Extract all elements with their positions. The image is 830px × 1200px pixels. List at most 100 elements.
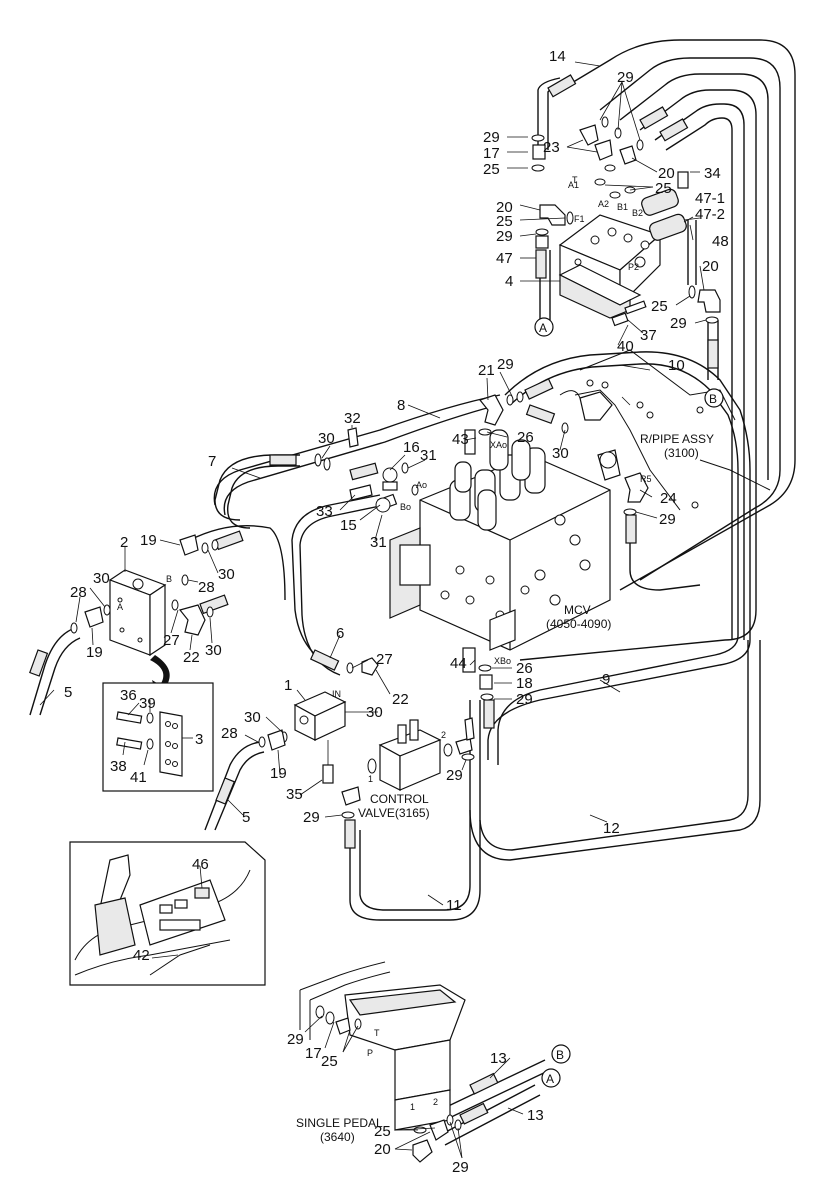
callout-31: 31 (370, 534, 387, 551)
callout-20: 20 (496, 199, 513, 216)
hose-bundle-right (519, 39, 796, 661)
callout-43: 43 (452, 431, 469, 448)
callout-28: 28 (198, 579, 215, 596)
callout-2: 2 (120, 534, 128, 551)
port-A: A (117, 602, 123, 612)
port-T: T (572, 175, 578, 185)
rpipe-assy-number: (3100) (664, 446, 699, 460)
callout-29: 29 (287, 1031, 304, 1048)
callout-25: 25 (496, 213, 513, 230)
elbow-24 (623, 472, 649, 516)
hose-10 (487, 351, 751, 765)
callout-6: 6 (336, 625, 344, 642)
callout-28: 28 (221, 725, 238, 742)
callout-46: 46 (192, 856, 209, 873)
port-Ao: Ao (416, 480, 427, 490)
callout-17: 17 (305, 1045, 322, 1062)
text-labels: R/PIPE ASSY (3100) MCV (4050-4090) CONTR… (296, 432, 714, 1144)
callout-11: 11 (446, 897, 462, 914)
callout-13: 13 (490, 1050, 507, 1067)
callout-47-2: 47-2 (695, 206, 725, 223)
callout-30: 30 (318, 430, 335, 447)
hose-9-12 (469, 520, 761, 861)
callout-4: 4 (505, 273, 513, 290)
callout-29: 29 (452, 1159, 469, 1176)
callout-18: 18 (516, 675, 533, 692)
callout-44: 44 (450, 655, 467, 672)
callout-30: 30 (244, 709, 261, 726)
callout-12: 12 (603, 820, 620, 837)
port-F1: F1 (574, 214, 585, 224)
ref-circle-A: A (539, 321, 547, 335)
callout-41: 41 (130, 769, 147, 786)
detail-box-plate (102, 682, 214, 792)
port-1: 1 (368, 774, 373, 784)
mcv-spool-caps (449, 429, 546, 531)
callout-26: 26 (516, 660, 533, 677)
callout-29: 29 (497, 356, 514, 373)
callout-8: 8 (397, 397, 405, 414)
callout-48: 48 (712, 233, 729, 250)
cab-inset (69, 841, 266, 986)
callout-16: 16 (403, 439, 420, 456)
single-pedal-number: (3640) (320, 1130, 355, 1144)
callout-29: 29 (659, 511, 676, 528)
callout-1: 1 (284, 677, 292, 694)
callout-3: 3 (195, 731, 203, 748)
callout-25: 25 (374, 1123, 391, 1140)
callout-22: 22 (392, 691, 409, 708)
callout-30: 30 (366, 704, 383, 721)
callout-7: 7 (208, 453, 216, 470)
return-pipe-assy (559, 349, 771, 511)
callout-9: 9 (602, 671, 610, 688)
port-Bo: Bo (400, 502, 411, 512)
callout-20: 20 (702, 258, 719, 275)
block-2 (108, 569, 167, 657)
callout-22: 22 (183, 649, 200, 666)
valve-block-4 (558, 214, 662, 319)
callout-20: 20 (374, 1141, 391, 1158)
rpipe-assy-label: R/PIPE ASSY (640, 432, 714, 446)
callout-40: 40 (617, 338, 634, 355)
ref-circle-B: B (709, 392, 717, 406)
ref-circle-B: B (556, 1048, 564, 1062)
hose-8 (213, 394, 501, 516)
callout-17: 17 (483, 145, 500, 162)
port-IN: IN (332, 689, 341, 699)
port-XBo: XBo (494, 656, 511, 666)
callout-29: 29 (496, 228, 513, 245)
port-XAo: XAo (490, 440, 507, 450)
mcv-number: (4050-4090) (546, 617, 611, 631)
single-pedal-3640 (299, 961, 466, 1163)
callout-29: 29 (670, 315, 687, 332)
callout-29: 29 (483, 129, 500, 146)
callout-13: 13 (527, 1107, 544, 1124)
port-P: P (367, 1048, 373, 1058)
callout-37: 37 (640, 327, 657, 344)
mcv-main-control-valve (389, 429, 621, 673)
fittings-block-2 (70, 534, 219, 636)
callout-47: 47 (496, 250, 513, 267)
callout-27: 27 (163, 632, 180, 649)
callout-30: 30 (552, 445, 569, 462)
callout-33: 33 (316, 503, 333, 520)
callout-24: 24 (660, 490, 677, 507)
callout-29: 29 (446, 767, 463, 784)
callout-23: 23 (543, 139, 560, 156)
callout-29: 29 (303, 809, 320, 826)
control-valve-number: VALVE(3165) (358, 806, 430, 820)
port-B: B (166, 574, 172, 584)
callout-39: 39 (139, 695, 156, 712)
callout-25: 25 (321, 1053, 338, 1070)
port-2: 2 (433, 1097, 438, 1107)
callout-26: 26 (517, 429, 534, 446)
callout-35: 35 (286, 786, 303, 803)
mcv-label: MCV (564, 603, 591, 617)
callout-19: 19 (270, 765, 287, 782)
callout-19: 19 (140, 532, 157, 549)
callout-10: 10 (668, 357, 685, 374)
callout-30: 30 (93, 570, 110, 587)
port-labels: T A1 A2 B1 B2 F1 P2 XAo Ao Bo R5 XBo A B… (117, 175, 652, 1112)
callout-20: 20 (658, 165, 675, 182)
